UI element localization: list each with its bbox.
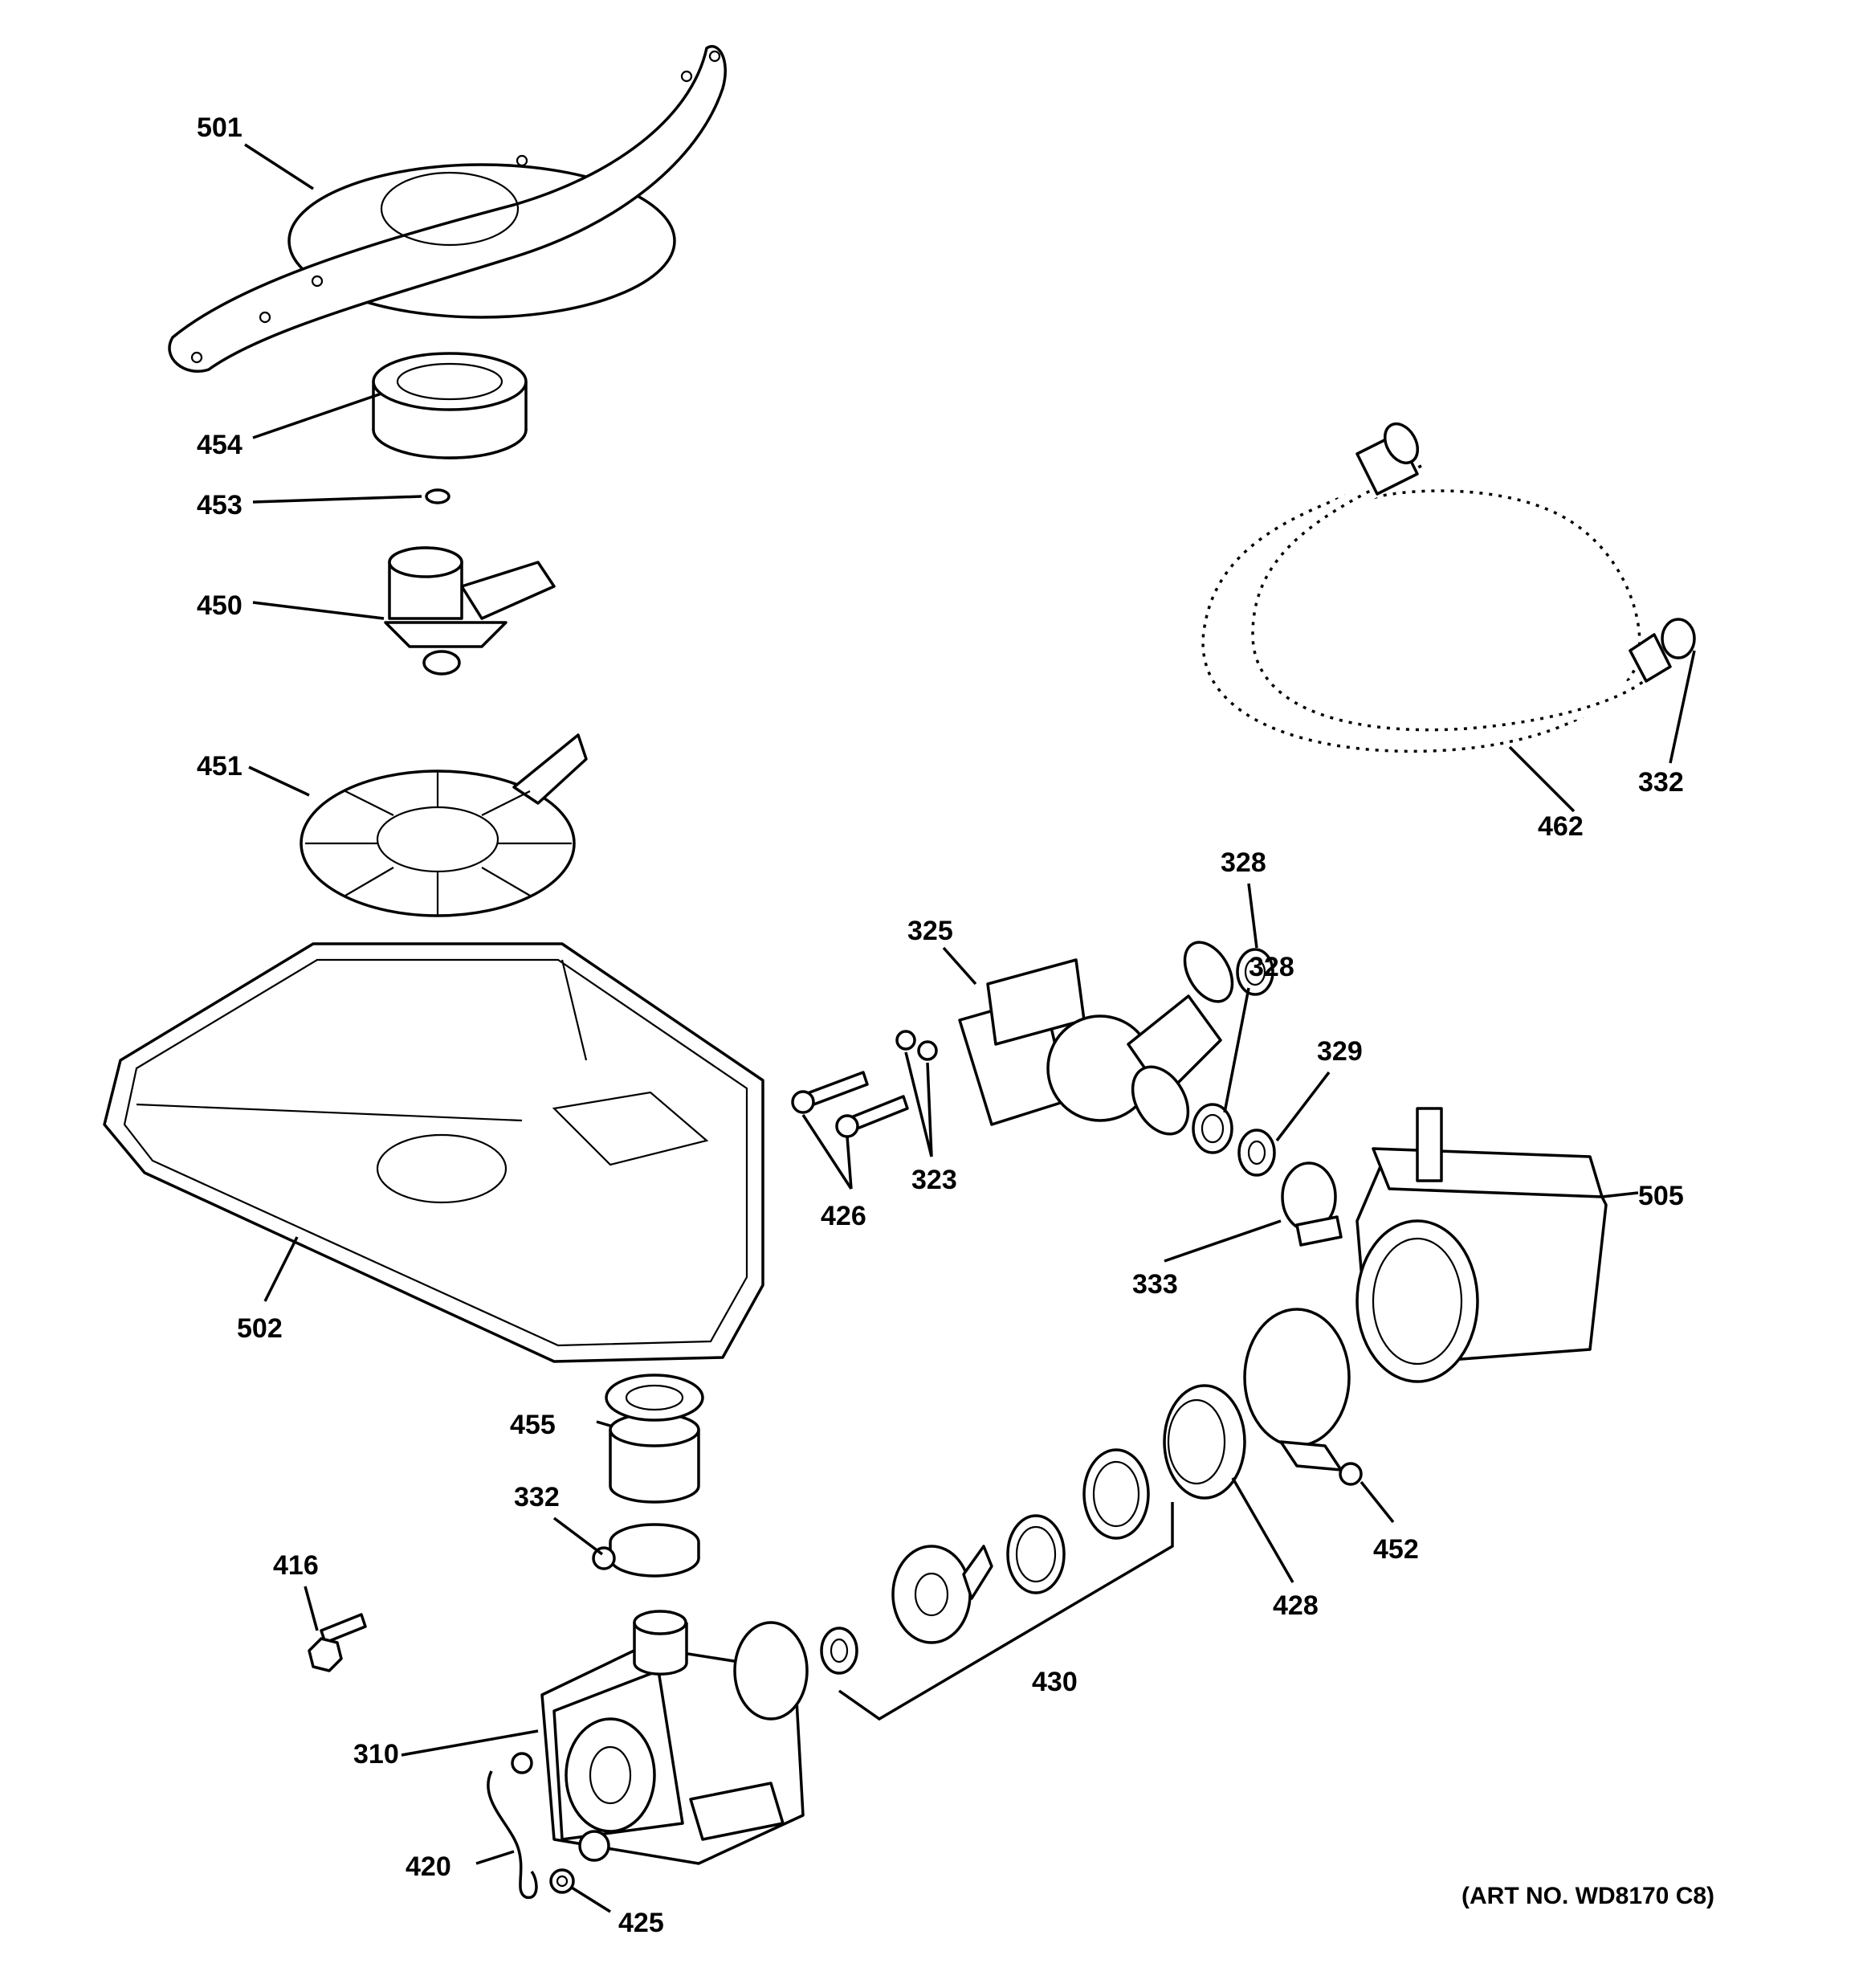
art-number: (ART NO. WD8170 C8) bbox=[1461, 1883, 1714, 1909]
label-416: 416 bbox=[273, 1550, 319, 1581]
part-325-drain-valve bbox=[958, 941, 1234, 1136]
part-329-seal bbox=[1237, 1129, 1276, 1177]
part-455-seal-adapter bbox=[605, 1374, 704, 1504]
part-430-impeller-group bbox=[820, 1448, 1150, 1675]
part-450-manifold bbox=[384, 546, 556, 676]
part-453-o-ring bbox=[425, 488, 450, 504]
part-505-sump-housing bbox=[1355, 1107, 1608, 1383]
part-310-pump-motor bbox=[511, 1610, 809, 1865]
part-328-gaskets bbox=[1192, 948, 1274, 1154]
part-454-spray-arm-mount bbox=[372, 352, 528, 459]
part-333-clamp bbox=[1281, 1161, 1343, 1247]
label-333: 333 bbox=[1132, 1269, 1178, 1300]
label-328-upper: 328 bbox=[1221, 847, 1266, 878]
callout-labels: 501 454 453 450 451 502 325 328 328 329 … bbox=[197, 112, 1714, 1938]
label-453: 453 bbox=[197, 490, 243, 520]
label-462: 462 bbox=[1538, 811, 1584, 842]
label-325: 325 bbox=[907, 916, 953, 946]
label-454: 454 bbox=[197, 430, 243, 460]
part-416-bolt bbox=[308, 1613, 367, 1672]
label-332-lower: 332 bbox=[514, 1482, 560, 1512]
label-501: 501 bbox=[197, 112, 243, 143]
part-420-clip bbox=[487, 1770, 538, 1899]
part-462-drain-hose bbox=[1192, 423, 1672, 762]
label-450: 450 bbox=[197, 590, 243, 621]
label-426: 426 bbox=[821, 1201, 866, 1231]
label-425: 425 bbox=[618, 1908, 664, 1938]
label-323: 323 bbox=[911, 1165, 957, 1195]
label-420: 420 bbox=[406, 1851, 451, 1882]
label-451: 451 bbox=[197, 751, 243, 782]
leader-lines bbox=[244, 143, 1696, 1913]
part-425-plug bbox=[549, 1868, 575, 1894]
label-505: 505 bbox=[1638, 1181, 1684, 1211]
part-332-hose-clamp-upper bbox=[1661, 618, 1696, 659]
part-502-sump-cover bbox=[103, 942, 764, 1363]
label-430: 430 bbox=[1032, 1667, 1078, 1697]
label-455: 455 bbox=[510, 1410, 556, 1440]
label-328-lower: 328 bbox=[1249, 952, 1294, 982]
label-310: 310 bbox=[353, 1739, 399, 1770]
part-428-housing-seal bbox=[1163, 1384, 1246, 1500]
label-332-upper: 332 bbox=[1638, 767, 1684, 798]
part-452-clamp bbox=[1243, 1308, 1363, 1486]
part-451-filter-assembly bbox=[300, 733, 588, 917]
label-329: 329 bbox=[1317, 1036, 1363, 1067]
label-428: 428 bbox=[1273, 1590, 1319, 1621]
label-502: 502 bbox=[237, 1313, 283, 1344]
part-426-screws bbox=[791, 1071, 909, 1138]
part-323-nuts bbox=[895, 1030, 938, 1061]
part-332-hose-clamp-lower bbox=[592, 1523, 700, 1578]
label-452: 452 bbox=[1373, 1534, 1419, 1565]
part-501-lower-spray-arm bbox=[168, 45, 727, 373]
